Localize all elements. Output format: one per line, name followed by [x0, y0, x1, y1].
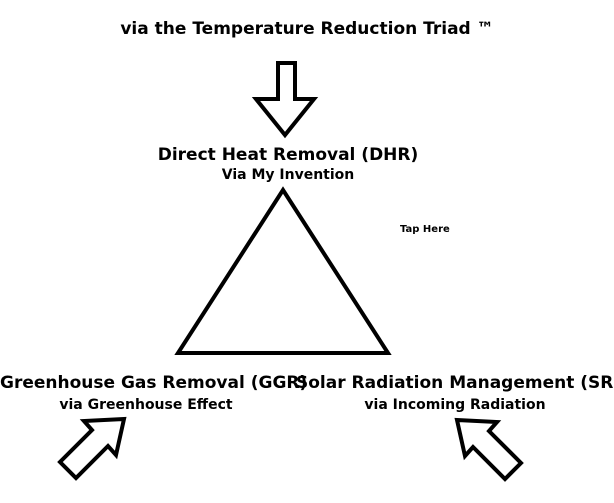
- dhr-title: Direct Heat Removal (DHR): [157, 145, 419, 165]
- dhr-subtitle: Via My Invention: [221, 167, 355, 183]
- ggr-title: Greenhouse Gas Removal (GGR): [0, 373, 308, 393]
- diagonal-arrow-up-left-icon: [454, 417, 524, 482]
- diagram-title: via the Temperature Reduction Triad ™: [120, 19, 494, 39]
- diagonal-arrow-up-right-icon: [57, 416, 127, 481]
- triad-triangle: [174, 186, 392, 355]
- tap-here-link[interactable]: Tap Here: [400, 224, 450, 235]
- down-arrow-icon: [251, 61, 319, 139]
- srm-subtitle: via Incoming Radiation: [364, 397, 546, 413]
- ggr-subtitle: via Greenhouse Effect: [59, 397, 233, 413]
- srm-title: Solar Radiation Management (SRM): [296, 373, 614, 393]
